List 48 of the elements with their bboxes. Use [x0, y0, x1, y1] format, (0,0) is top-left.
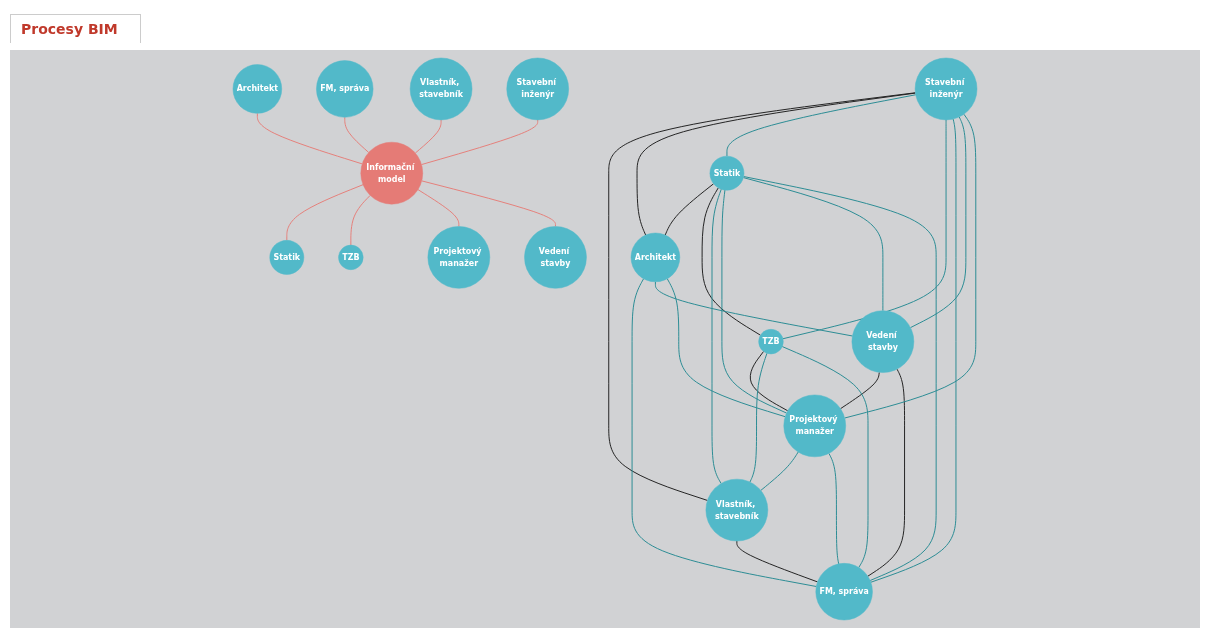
connector [344, 116, 370, 153]
connector [721, 189, 788, 414]
connector [743, 176, 937, 581]
connector [828, 452, 840, 565]
connector [701, 187, 761, 336]
connector [840, 371, 880, 410]
node-circle [705, 478, 769, 542]
node-circle [758, 329, 784, 355]
connector [350, 194, 371, 246]
connector [726, 94, 917, 157]
node-circle [851, 310, 915, 373]
connector [760, 451, 799, 491]
node-circle [630, 232, 681, 283]
node-circle [815, 563, 873, 621]
connector [414, 119, 442, 154]
connector [749, 350, 789, 412]
connector [631, 278, 817, 587]
tab-title: Procesy BIM [10, 14, 141, 43]
node-circle [914, 57, 978, 121]
connector [870, 118, 957, 583]
connector [844, 113, 977, 419]
node-circle [269, 240, 305, 275]
connector [782, 119, 947, 340]
connector [421, 180, 556, 227]
connector [286, 184, 364, 241]
node-circle [783, 394, 846, 458]
connector [736, 540, 819, 583]
connector [867, 368, 906, 577]
connector [608, 92, 916, 501]
node-circle [709, 155, 745, 191]
node-circle [427, 226, 491, 289]
node-circle [506, 57, 569, 121]
connector [910, 116, 967, 329]
connector [749, 352, 768, 483]
node-circle [409, 57, 473, 121]
connector [421, 119, 539, 166]
node-circle [232, 64, 282, 114]
connector [711, 188, 722, 484]
node-circle [360, 141, 423, 205]
connector [742, 177, 884, 312]
connector [654, 281, 853, 337]
node-circle [524, 226, 587, 289]
connector [664, 183, 715, 236]
node-circle [338, 244, 364, 270]
connector [256, 112, 363, 165]
node-circle [316, 60, 374, 118]
connector [636, 92, 916, 236]
connector [417, 189, 460, 227]
